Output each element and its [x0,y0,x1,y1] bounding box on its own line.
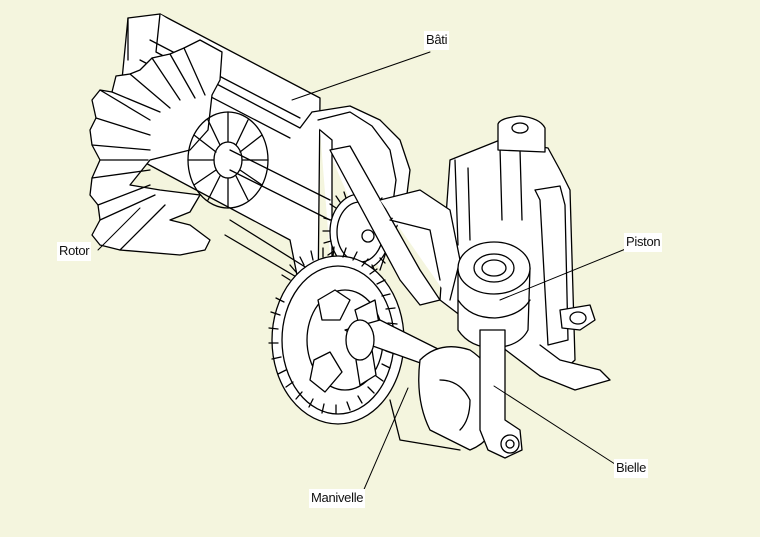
large-gear [268,246,405,425]
label-bielle: Bielle [614,459,648,478]
label-manivelle: Manivelle [309,489,366,508]
label-bati: Bâti [424,31,450,50]
rotor [89,39,331,286]
label-rotor: Rotor [57,242,92,261]
leader-bati [291,51,431,101]
piston [457,241,531,349]
leader-bielle [493,385,619,467]
leader-lines [97,51,629,495]
leader-rotor [97,207,141,251]
frame-arm [329,145,461,306]
connecting-rod [479,329,523,459]
label-piston: Piston [624,233,663,252]
leader-piston [499,247,629,301]
leader-manivelle [361,387,409,495]
